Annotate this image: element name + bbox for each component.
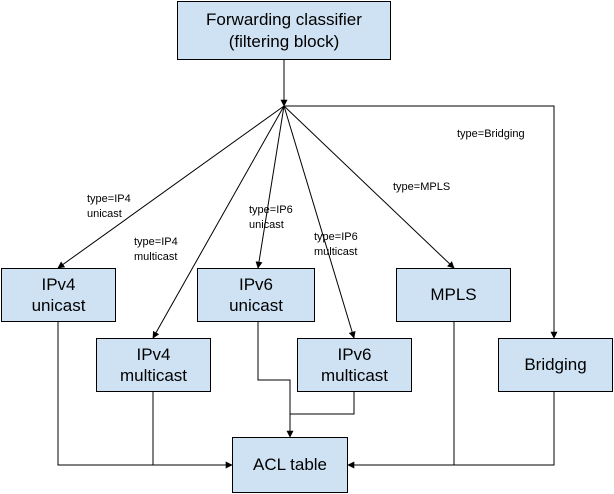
edge-to-mpls: [283, 105, 455, 269]
node-ipv4-unicast: IPv4 unicast: [1, 268, 116, 322]
node-ipv6-multicast: IPv6 multicast: [297, 338, 412, 392]
edge-label-ipv4-unicast: type=IP4 unicast: [87, 193, 131, 220]
edge-to-ipv6-unicast: [255, 105, 285, 269]
node-bridging: Bridging: [498, 338, 613, 392]
edge-label-ipv6-multicast: type=IP6 multicast: [314, 231, 358, 258]
node-ipv6-unicast: IPv6 unicast: [197, 268, 315, 322]
edge-to-bridging: [284, 105, 558, 339]
node-acl-table: ACL table: [232, 437, 348, 493]
node-ipv4-multicast: IPv4 multicast: [96, 338, 211, 392]
node-mpls: MPLS: [396, 268, 511, 322]
edge-label-ipv4-multicast: type=IP4 multicast: [134, 236, 178, 263]
edge-to-ipv6-multicast: [283, 105, 356, 339]
edge-bridging-to-acl: [347, 392, 555, 469]
edge-ipv6-unicast-to-acl: [257, 322, 294, 438]
edge-ipv4-unicast-to-acl: [57, 322, 233, 469]
node-forwarding-classifier: Forwarding classifier (filtering block): [177, 1, 391, 60]
edge-label-ipv6-unicast: type=IP6 unicast: [249, 204, 293, 231]
edge-label-bridging: type=Bridging: [457, 128, 525, 140]
edge-ipv6-multicast-to-acl: [290, 392, 355, 415]
edge-to-ipv4-unicast: [57, 105, 285, 269]
edge-to-ipv4-multicast: [152, 105, 285, 339]
edge-label-mpls: type=MPLS: [393, 181, 451, 193]
